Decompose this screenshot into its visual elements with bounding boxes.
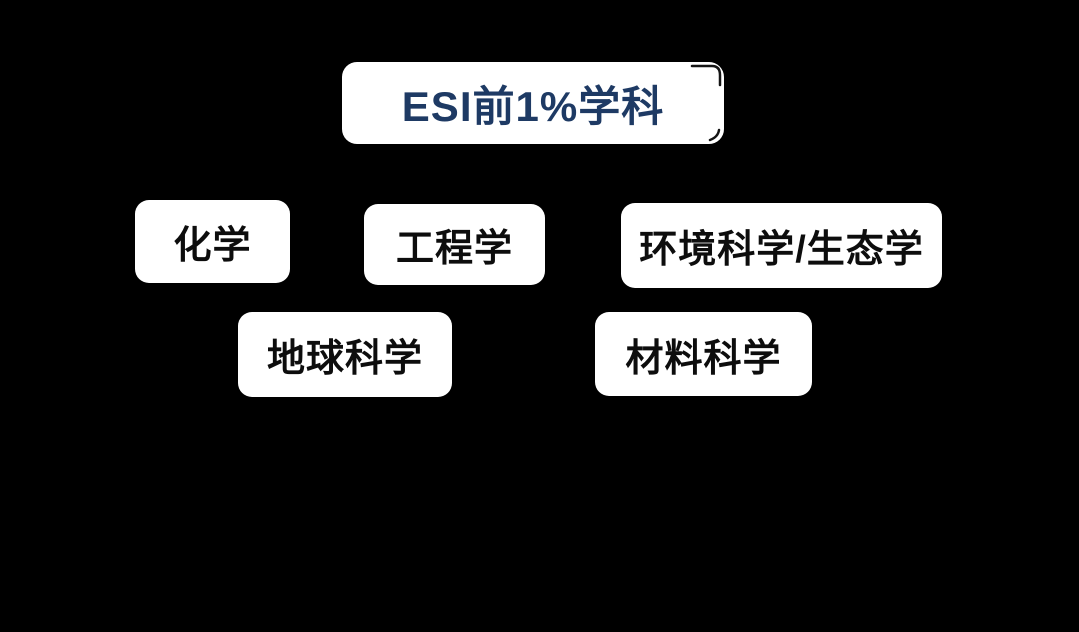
discipline-box-chemistry: 化学 bbox=[135, 200, 290, 283]
corner-accent-strokes bbox=[690, 64, 722, 142]
discipline-box-earth-science: 地球科学 bbox=[238, 312, 452, 397]
title-box: ESI前1%学科 bbox=[342, 62, 724, 144]
discipline-label-environment-ecology: 环境科学/生态学 bbox=[639, 229, 924, 271]
discipline-box-engineering: 工程学 bbox=[364, 204, 545, 285]
discipline-box-environment-ecology: 环境科学/生态学 bbox=[621, 203, 942, 288]
discipline-label-earth-science: 地球科学 bbox=[266, 338, 423, 380]
discipline-label-engineering: 工程学 bbox=[395, 228, 513, 270]
diagram-title: ESI前1%学科 bbox=[401, 82, 665, 130]
discipline-label-chemistry: 化学 bbox=[173, 225, 252, 267]
discipline-label-materials-science: 材料科学 bbox=[625, 337, 782, 380]
discipline-box-materials-science: 材料科学 bbox=[595, 312, 812, 396]
